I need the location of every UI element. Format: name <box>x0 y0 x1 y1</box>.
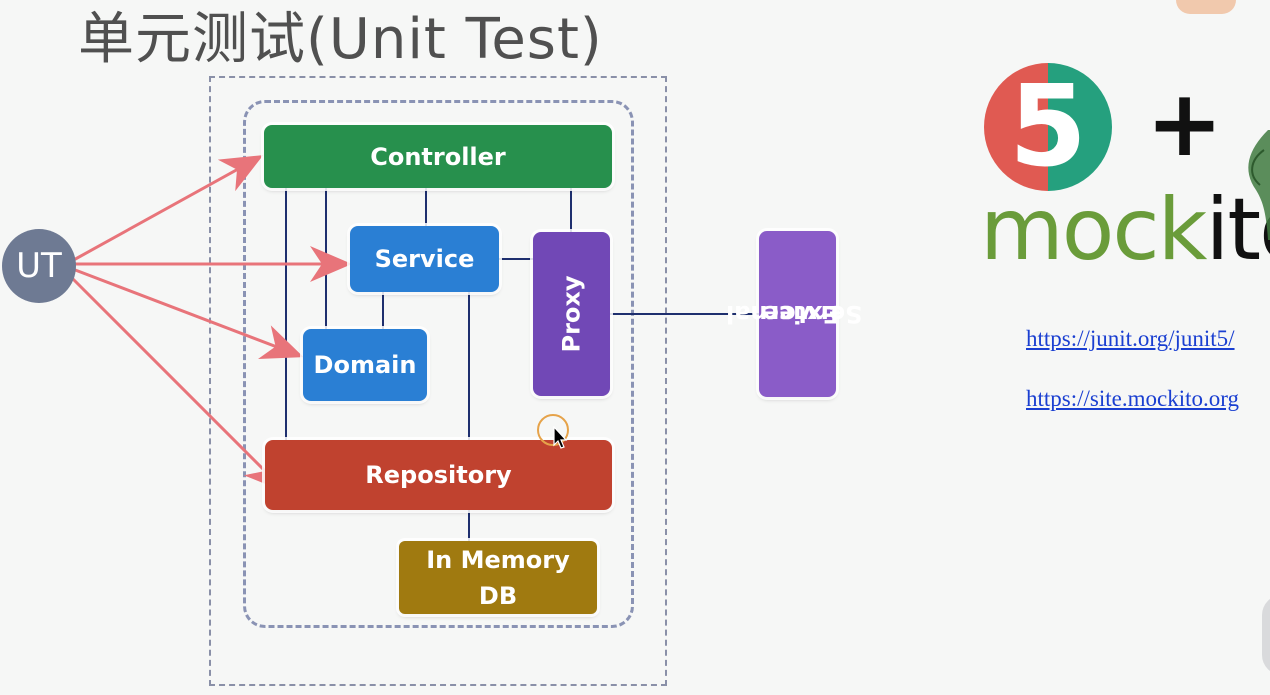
mouse-cursor-icon <box>553 426 568 449</box>
domain-label: Domain <box>313 351 417 379</box>
in-memory-db-label-line1: In Memory <box>426 545 570 574</box>
repository-layer: Repository <box>265 440 612 510</box>
service-label: Service <box>374 245 475 273</box>
repository-label: Repository <box>365 461 512 489</box>
domain-layer: Domain <box>303 329 427 401</box>
proxy-layer: Proxy <box>533 232 610 396</box>
test-boundary-outer <box>209 76 667 686</box>
mockito-logo: mockito <box>980 180 1270 280</box>
junit-link[interactable]: https://junit.org/junit5/ <box>1026 326 1235 351</box>
arrow-ut-controller <box>69 155 264 264</box>
in-memory-db-label-line2: DB <box>478 581 518 610</box>
controller-label: Controller <box>370 142 506 171</box>
external-service-label-line2: Service <box>762 300 863 328</box>
arrow-ut-repository <box>66 272 287 493</box>
ut-label: UT <box>16 246 62 286</box>
mockito-logo-part2: ito <box>1205 180 1270 280</box>
arrow-ut-domain <box>69 266 304 359</box>
mockito-leaf-icon <box>1248 130 1270 240</box>
plus-sign: + <box>1146 70 1224 177</box>
in-memory-db-layer: In Memory DB <box>399 541 597 614</box>
external-service-label: External Service <box>726 258 862 371</box>
application-boundary-inner <box>243 100 634 628</box>
junit5-digit: 5 <box>1009 63 1087 191</box>
cursor-highlight <box>537 414 569 446</box>
controller-layer: Controller <box>264 125 612 188</box>
edge-decoration <box>1262 595 1270 675</box>
corner-decoration <box>1176 0 1236 14</box>
external-service-layer: External Service <box>726 231 862 397</box>
junit5-logo: 5 <box>984 63 1112 191</box>
page-title: 单元测试(Unit Test) <box>78 7 603 72</box>
ut-node: UT <box>2 229 76 303</box>
service-layer: Service <box>350 226 499 292</box>
proxy-label: Proxy <box>557 275 586 353</box>
mockito-link[interactable]: https://site.mockito.org <box>1026 386 1239 411</box>
mockito-logo-part1: mock <box>980 180 1207 280</box>
